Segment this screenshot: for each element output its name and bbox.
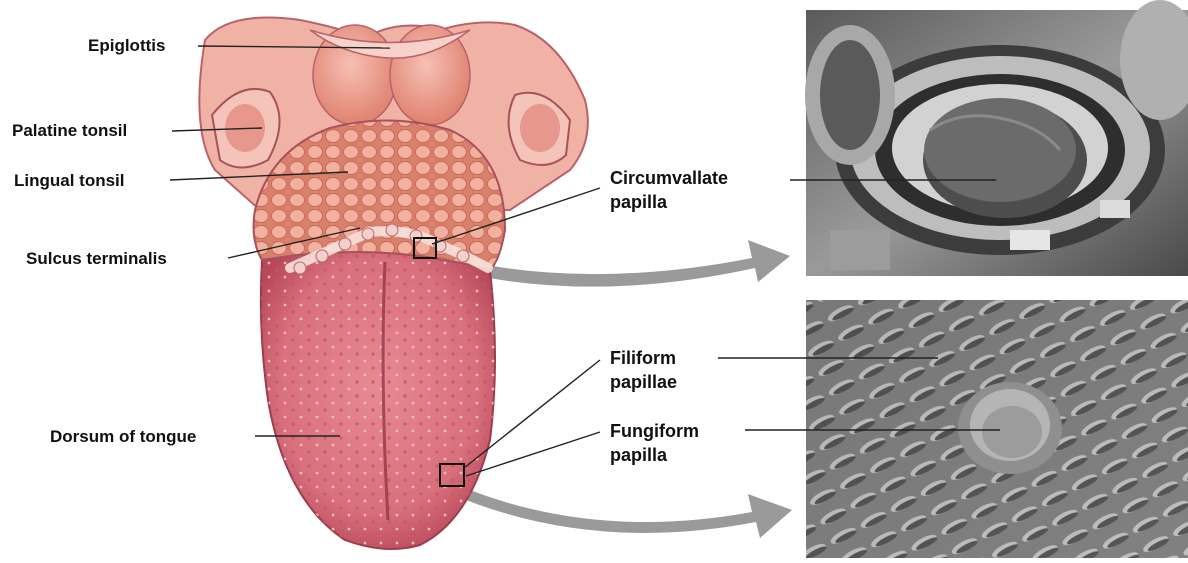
label-lingual-tonsil: Lingual tonsil (14, 172, 125, 189)
micrograph-filiform-fungiform (806, 300, 1188, 558)
arrow-to-circumvallate (468, 240, 790, 287)
label-epiglottis: Epiglottis (88, 37, 165, 54)
label-dorsum-of-tongue: Dorsum of tongue (50, 428, 196, 445)
label-circumvallate-line1: Circumvallate (610, 166, 728, 190)
label-circumvallate-line2: papilla (610, 190, 728, 214)
label-filiform-line1: Filiform (610, 346, 677, 370)
label-filiform-papillae: Filiform papillae (610, 346, 677, 394)
label-circumvallate-papilla: Circumvallate papilla (610, 166, 728, 214)
label-palatine-tonsil: Palatine tonsil (12, 122, 127, 139)
label-fungiform-line1: Fungiform (610, 419, 699, 443)
arrow-to-filiform (466, 490, 792, 538)
label-fungiform-line2: papilla (610, 443, 699, 467)
label-fungiform-papilla: Fungiform papilla (610, 419, 699, 467)
label-filiform-line2: papillae (610, 370, 677, 394)
label-sulcus-terminalis: Sulcus terminalis (26, 250, 167, 267)
tongue-body (254, 120, 505, 549)
micrograph-circumvallate (805, 0, 1188, 276)
